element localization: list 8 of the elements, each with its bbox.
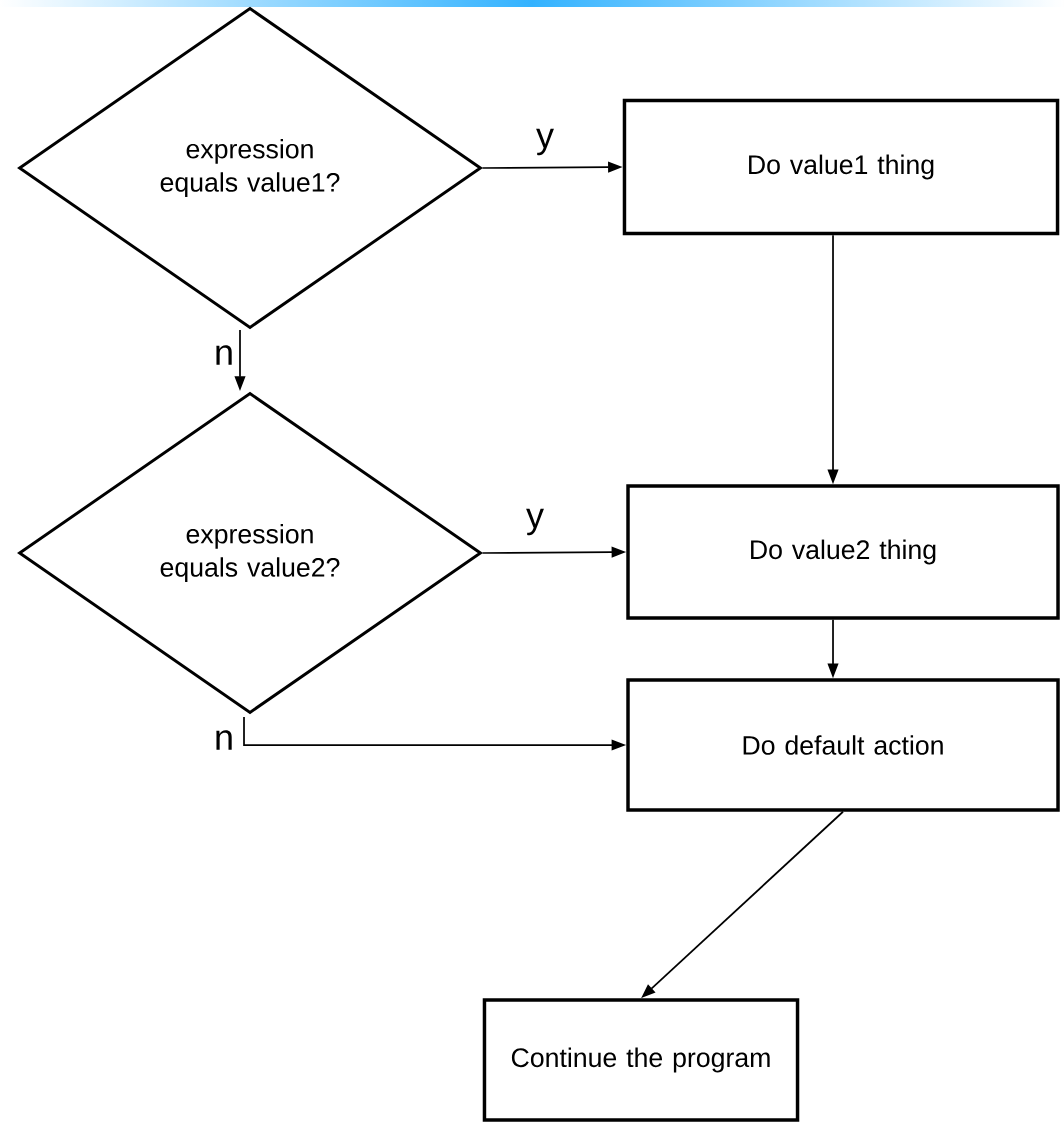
- process-box: Do default action: [626, 678, 1060, 812]
- process-box: Do value1 thing: [622, 98, 1060, 236]
- process-box: Continue the program: [482, 998, 800, 1122]
- edge-label: y: [534, 127, 556, 157]
- edge-label: y: [524, 507, 546, 537]
- edge-label: n: [212, 344, 236, 366]
- edge-label: n: [212, 729, 236, 752]
- process-box: Do value2 thing: [626, 484, 1060, 620]
